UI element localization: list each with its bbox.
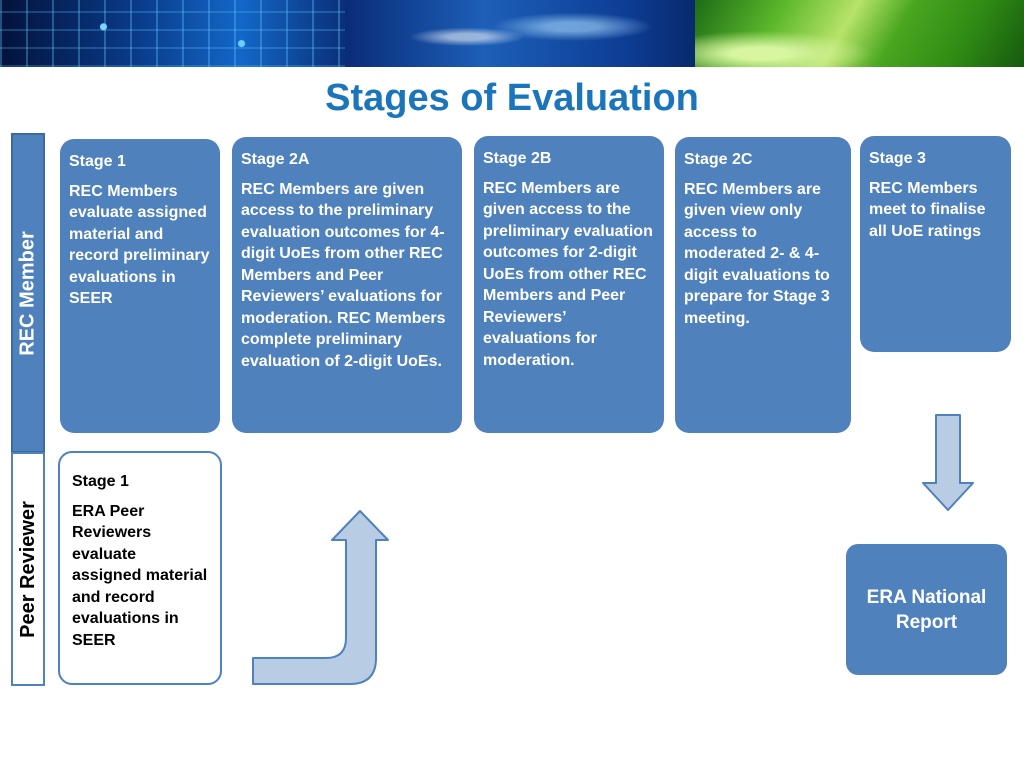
stage-description: REC Members evaluate assigned material a… xyxy=(69,182,210,308)
stage-2b-box: Stage 2B REC Members are given access to… xyxy=(474,136,664,433)
peer-reviewer-lane-label: Peer Reviewer xyxy=(11,452,45,686)
stage-1-peer-box: Stage 1 ERA Peer Reviewers evaluate assi… xyxy=(58,451,222,685)
stage-description: REC Members meet to finalise all UoE rat… xyxy=(869,179,986,240)
stage-heading: Stage 2B xyxy=(483,150,552,167)
stage-1-rec-box: Stage 1 REC Members evaluate assigned ma… xyxy=(60,139,220,433)
stage-description: REC Members are given access to the prel… xyxy=(241,180,446,370)
peer-reviewer-label: Peer Reviewer xyxy=(16,500,39,638)
curved-up-arrow-icon xyxy=(252,510,389,685)
stage-description: ERA Peer Reviewers evaluate assigned mat… xyxy=(72,502,208,649)
stage-description: REC Members are given view only access t… xyxy=(684,180,830,327)
rec-member-lane-label: REC Member xyxy=(11,133,45,453)
rec-member-label: REC Member xyxy=(16,230,39,356)
down-arrow-icon xyxy=(922,414,974,511)
green-leaf-image xyxy=(695,0,1024,67)
stage-heading: Stage 1 xyxy=(72,473,129,490)
stage-heading: Stage 2A xyxy=(241,151,310,168)
era-national-report-box: ERA National Report xyxy=(846,544,1007,675)
stage-heading: Stage 1 xyxy=(69,153,126,170)
stage-3-box: Stage 3 REC Members meet to finalise all… xyxy=(860,136,1011,352)
stage-2c-box: Stage 2C REC Members are given view only… xyxy=(675,137,851,433)
header-banner xyxy=(0,0,1024,67)
page-title: Stages of Evaluation xyxy=(325,77,699,119)
stage-heading: Stage 3 xyxy=(869,150,926,167)
national-report-label: ERA National Report xyxy=(866,586,987,633)
stage-2a-box: Stage 2A REC Members are given access to… xyxy=(232,137,462,433)
circuit-board-image xyxy=(0,0,345,67)
stage-heading: Stage 2C xyxy=(684,151,753,168)
stage-description: REC Members are given access to the prel… xyxy=(483,179,653,369)
blue-globe-image xyxy=(345,0,695,67)
